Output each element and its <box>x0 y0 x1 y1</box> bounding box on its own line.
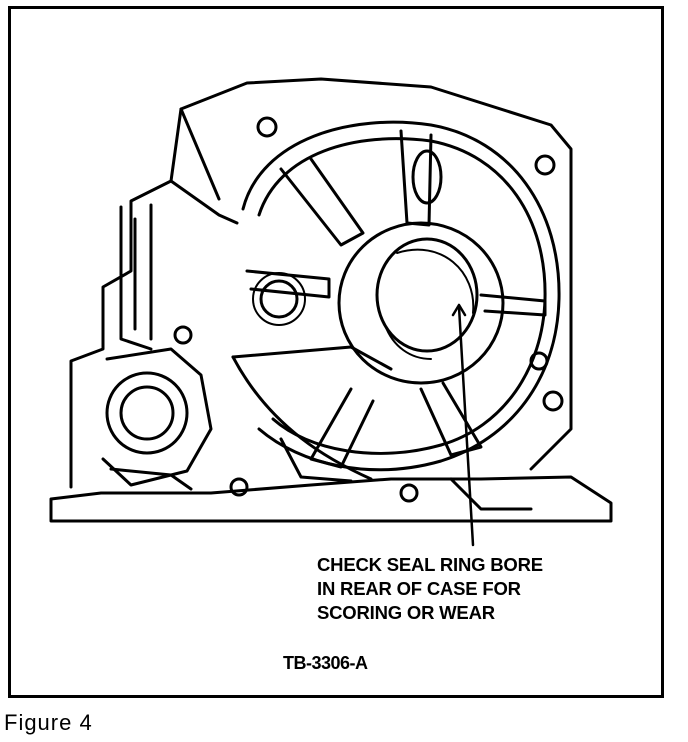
seal-ring-bore <box>375 237 479 353</box>
case-port-left <box>119 385 175 441</box>
case-left-housing <box>69 77 573 489</box>
figure-caption: Figure 4 <box>4 710 93 735</box>
case-base-plate <box>49 475 613 523</box>
case-rib-left <box>245 269 331 299</box>
case-rib-top <box>399 129 433 227</box>
bolt-boss-top-right <box>534 154 556 176</box>
bolt-boss-top-left <box>256 116 278 138</box>
transmission-case-illustration <box>49 77 613 547</box>
bolt-boss-bottom-left <box>229 477 249 497</box>
case-outer-ring <box>241 120 561 472</box>
callout-text: CHECK SEAL RING BORE IN REAR OF CASE FOR… <box>317 553 617 625</box>
callout-line-1: CHECK SEAL RING BORE <box>317 554 543 575</box>
case-port-mid <box>259 279 299 319</box>
seal-ring-bore-outer <box>337 221 505 385</box>
figure-frame: CHECK SEAL RING BORE IN REAR OF CASE FOR… <box>8 6 664 698</box>
reference-code: TB-3306-A <box>283 653 368 673</box>
bolt-boss-bottom-mid <box>399 483 419 503</box>
callout-line-3: SCORING OR WEAR <box>317 602 495 623</box>
bolt-boss-left <box>173 325 193 345</box>
bolt-boss-right-2 <box>542 390 564 412</box>
case-rib-right <box>479 293 547 317</box>
callout-leader-line <box>457 305 475 547</box>
case-rib-upper <box>279 157 365 247</box>
callout-line-2: IN REAR OF CASE FOR <box>317 578 521 599</box>
